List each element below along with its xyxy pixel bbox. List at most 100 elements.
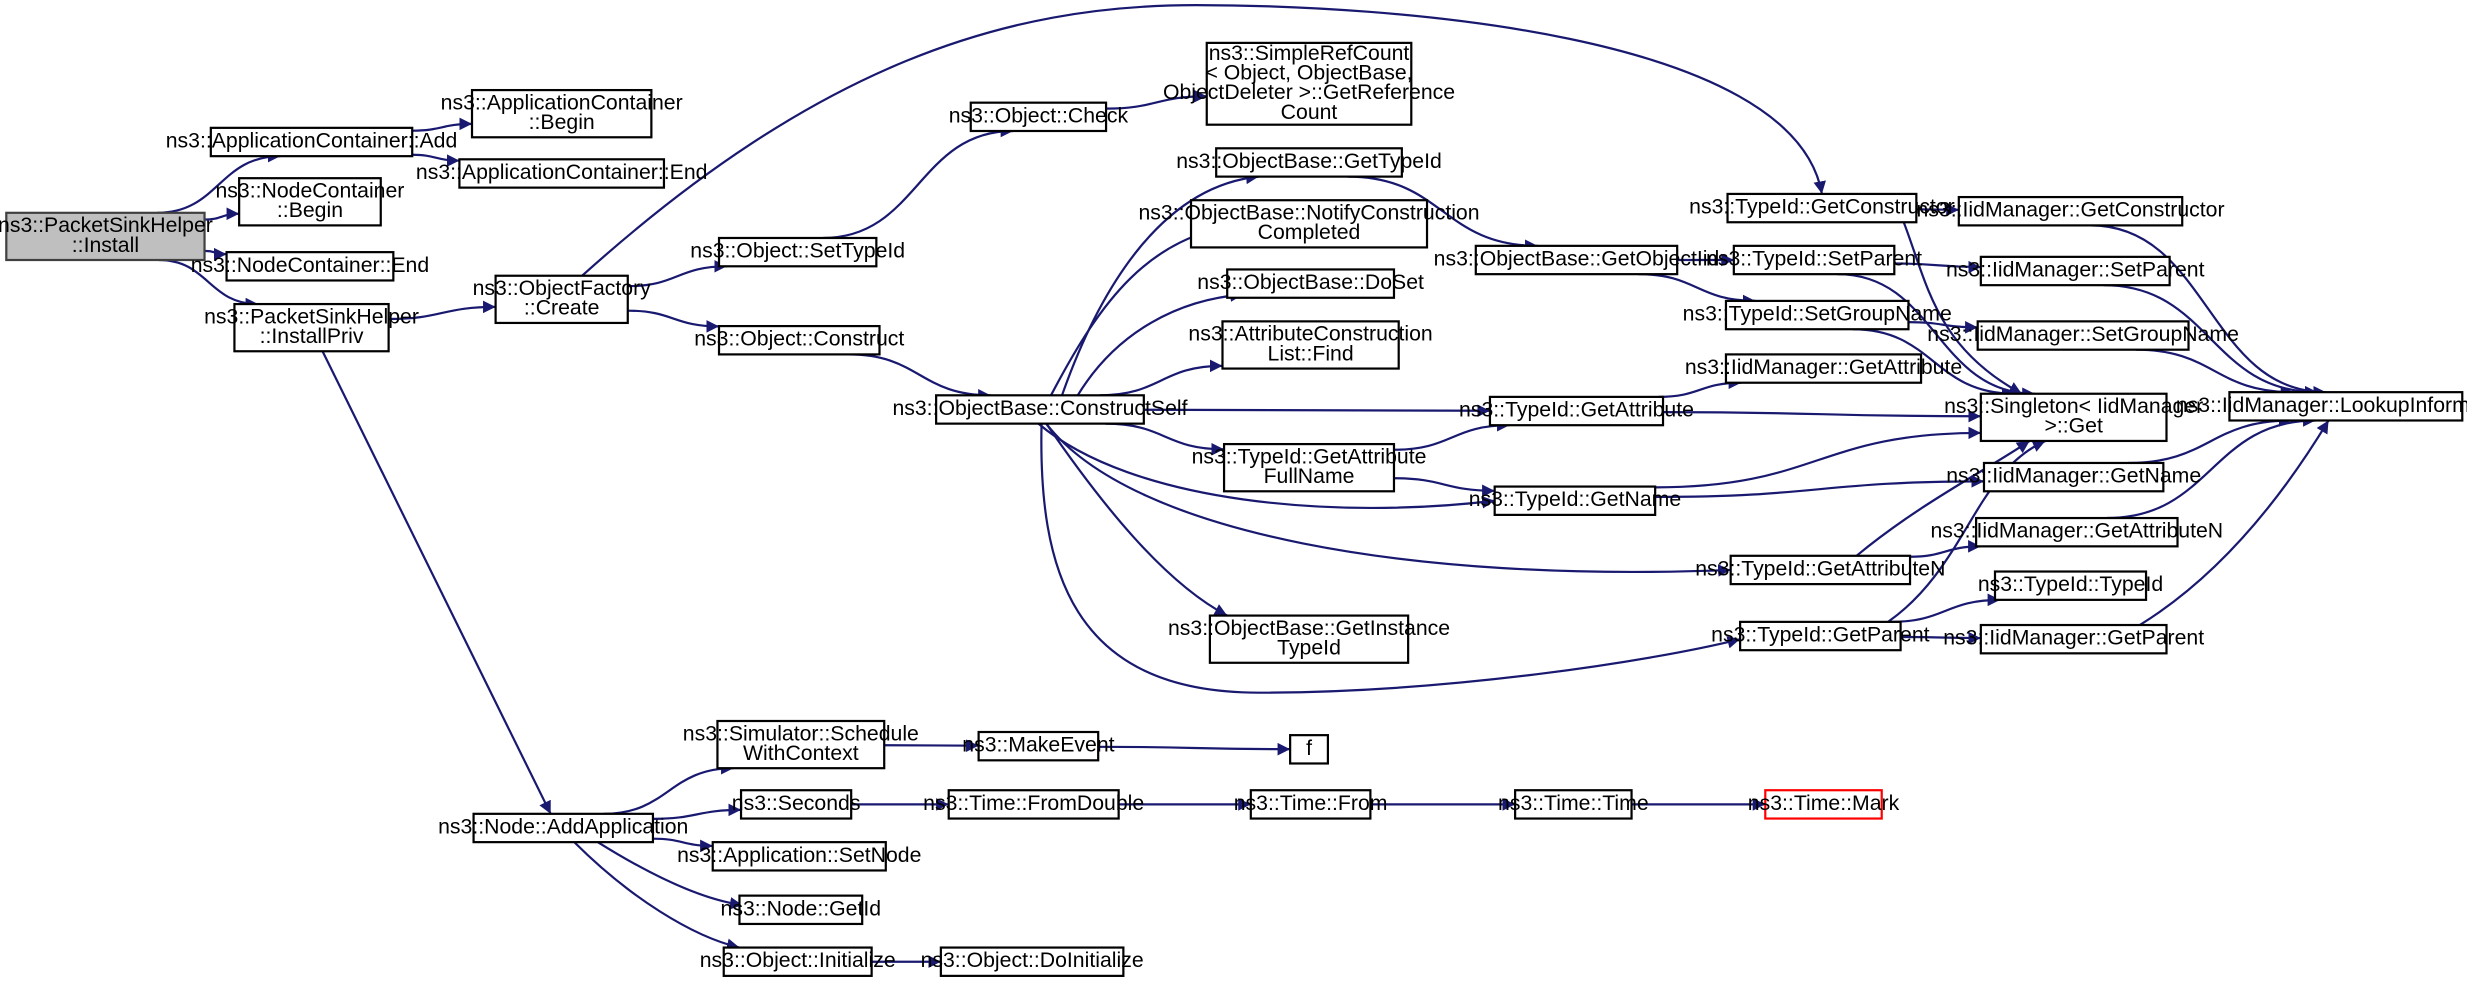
node-box [947, 789, 1120, 820]
function-node-ob-constructself[interactable]: ns3::ObjectBase::ConstructSelf [892, 394, 1188, 425]
function-node-makeevent[interactable]: ns3::MakeEvent [962, 730, 1115, 762]
function-node-time-mark[interactable]: ns3::Time::Mark [1748, 789, 1900, 820]
node-label-line: ns3::ObjectBase::GetInstance [1168, 616, 1450, 640]
call-edge-tid_getname-to-singleton_get [1655, 426, 1981, 489]
function-node-tid-getattributen[interactable]: ns3::TypeId::GetAttributeN [1695, 554, 1945, 586]
function-node-node-getid[interactable]: ns3::Node::GetId [721, 894, 882, 926]
function-node-obj-settypeid[interactable]: ns3::Object::SetTypeId [690, 236, 905, 268]
call-edge-line [204, 247, 227, 261]
function-node-time-time[interactable]: ns3::Time::Time [1498, 789, 1649, 820]
call-edge-line [1099, 359, 1223, 397]
function-node-f[interactable]: f [1289, 734, 1330, 765]
node-label-line: ns3::SimpleRefCount [1209, 41, 1410, 65]
function-node-psh-installpriv[interactable]: ns3::PacketSinkHelper::InstallPriv [204, 302, 419, 353]
function-node-tid-getname[interactable]: ns3::TypeId::GetName [1469, 485, 1681, 516]
function-node-ob-gettypeid[interactable]: ns3::ObjectBase::GetTypeId [1176, 147, 1442, 178]
function-node-nodec-begin[interactable]: ns3::NodeContainer::Begin [216, 177, 405, 227]
function-node-ob-doset[interactable]: ns3::ObjectBase::DoSet [1197, 268, 1424, 299]
node-label-line: FullName [1264, 464, 1355, 488]
call-edge-line [573, 841, 740, 951]
call-edge-line [2135, 348, 2294, 399]
function-node-time-fromdouble[interactable]: ns3::Time::FromDouble [923, 789, 1144, 820]
function-node-ob-notify[interactable]: ns3::ObjectBase::NotifyConstructionCompl… [1138, 199, 1480, 249]
function-node-iid-getparent[interactable]: ns3::IidManager::GetParent [1943, 623, 2204, 655]
function-node-psh-install[interactable]: ns3::PacketSinkHelper::Install [0, 211, 213, 262]
call-edge-node_addapp-to-seconds [652, 803, 742, 820]
function-node-app-setnode[interactable]: ns3::Application::SetNode [677, 841, 921, 872]
function-node-objfactory-create[interactable]: ns3::ObjectFactory::Create [473, 274, 652, 325]
function-node-simplerefcount[interactable]: ns3::SimpleRefCount< Object, ObjectBase,… [1163, 41, 1455, 126]
call-edge-line [1037, 422, 1495, 510]
node-label-line: Completed [1258, 220, 1361, 244]
node-label-line: < Object, ObjectBase, [1205, 61, 1412, 85]
function-node-iid-getattribute[interactable]: ns3::IidManager::GetAttribute [1685, 353, 1962, 384]
call-edge-iid_getparent-to-iid_lookup [2139, 419, 2330, 626]
function-node-nodec-end[interactable]: ns3::NodeContainer::End [191, 251, 429, 282]
call-edge-line [388, 300, 496, 321]
call-edge-line [1143, 404, 1490, 418]
node-label-line: ns3::ObjectBase::GetTypeId [1176, 149, 1442, 173]
call-edge-line [652, 837, 713, 853]
function-node-appc-end[interactable]: ns3::ApplicationContainer::End [416, 158, 708, 189]
function-node-iid-setparent[interactable]: ns3::IidManager::SetParent [1946, 255, 2205, 287]
node-label-line: ns3::ApplicationContainer::End [416, 160, 708, 184]
node-box [1979, 392, 2168, 443]
node-label-line: ns3::ObjectBase::DoSet [1197, 270, 1424, 294]
call-edge-tid_getparent-to-iid_getparent [1900, 631, 1981, 645]
node-label-line: ns3::NodeContainer [216, 179, 405, 203]
function-node-iid-getconstructor[interactable]: ns3::IidManager::GetConstructor [1916, 195, 2225, 227]
function-node-obj-check[interactable]: ns3::Object::Check [949, 101, 1129, 133]
call-edge-ob_constructself-to-tid_getname [1037, 422, 1495, 510]
function-node-appc-add[interactable]: ns3::ApplicationContainer::Add [166, 126, 458, 158]
function-node-tid-setgroupname[interactable]: ns3::TypeId::SetGroupName [1683, 299, 1952, 331]
node-box [1514, 789, 1633, 820]
node-box [1208, 614, 1410, 664]
function-node-obj-initialize[interactable]: ns3::Object::Initialize [700, 946, 896, 977]
call-edge-objfactory_create-to-obj_construct [627, 309, 720, 333]
node-label-line: ns3::Seconds [732, 791, 861, 815]
node-label-line: ns3::IidManager::GetAttributeN [1930, 519, 2223, 543]
node-label-line: TypeId [1277, 636, 1341, 660]
call-edge-tid_setgroupname-to-singleton_get [1852, 328, 2015, 401]
call-edge-line [157, 149, 281, 214]
node-box [1289, 734, 1330, 765]
node-box [1215, 147, 1403, 178]
function-node-ob-getobjectiid[interactable]: ns3::ObjectBase::GetObjectIid [1434, 244, 1720, 276]
node-box [1957, 195, 2184, 227]
function-node-singleton-get[interactable]: ns3::Singleton< IidManager>::Get [1944, 392, 2203, 443]
function-node-tid-typeid[interactable]: ns3::TypeId::TypeId [1978, 570, 2163, 601]
node-label-line: ns3::Time::FromDouble [923, 791, 1144, 815]
function-node-obj-doinitialize[interactable]: ns3::Object::DoInitialize [921, 946, 1144, 977]
node-label-line: ns3::IidManager::GetParent [1943, 626, 2204, 650]
call-edge-ob_gettypeid-to-ob_getobjectiid [1347, 175, 1538, 253]
function-node-seconds[interactable]: ns3::Seconds [732, 789, 861, 820]
function-node-tid-getparent[interactable]: ns3::TypeId::GetParent [1711, 620, 1930, 652]
function-node-iid-getname[interactable]: ns3::IidManager::GetName [1946, 461, 2201, 493]
call-edge-tid_getname-to-iid_getname [1655, 475, 1984, 499]
function-node-iid-lookup[interactable]: ns3::IidManager::LookupInformation [2176, 391, 2467, 422]
function-node-tid-setparent[interactable]: ns3::TypeId::SetParent [1706, 244, 1922, 276]
call-edge-makeevent-to-f [1098, 742, 1291, 756]
function-node-node-addapp[interactable]: ns3::Node::AddApplication [438, 812, 688, 844]
call-edge-tid_getparent-to-singleton_get [1887, 439, 2046, 623]
function-node-time-from[interactable]: ns3::Time::From [1234, 789, 1388, 820]
call-edge-tid_getconstructor-to-singleton_get [1902, 221, 2023, 395]
node-label-line: ns3::IidManager::GetName [1946, 464, 2201, 488]
node-label-line: ns3::IidManager::GetConstructor [1916, 198, 2224, 222]
function-node-appc-begin[interactable]: ns3::ApplicationContainer::Begin [441, 88, 683, 139]
function-node-tid-getconstructor[interactable]: ns3::TypeId::GetConstructor [1689, 192, 1955, 224]
function-node-iid-setgroupname[interactable]: ns3::IidManager::SetGroupName [1927, 320, 2239, 351]
function-node-obj-construct[interactable]: ns3::Object::Construct [694, 324, 904, 356]
node-label-line: ns3::AttributeConstruction [1188, 322, 1432, 346]
call-edge-line [2139, 419, 2330, 626]
call-edge-line [1045, 423, 1228, 617]
call-edge-iid_getconstructor-to-iid_lookup [2090, 224, 2326, 399]
node-label-line: ns3::IidManager::SetParent [1946, 258, 2205, 282]
call-edge-iid_setgroupname-to-iid_lookup [2135, 348, 2294, 399]
function-node-iid-getattributen[interactable]: ns3::IidManager::GetAttributeN [1930, 516, 2223, 548]
function-node-tid-getattribute[interactable]: ns3::TypeId::GetAttribute [1459, 395, 1694, 427]
